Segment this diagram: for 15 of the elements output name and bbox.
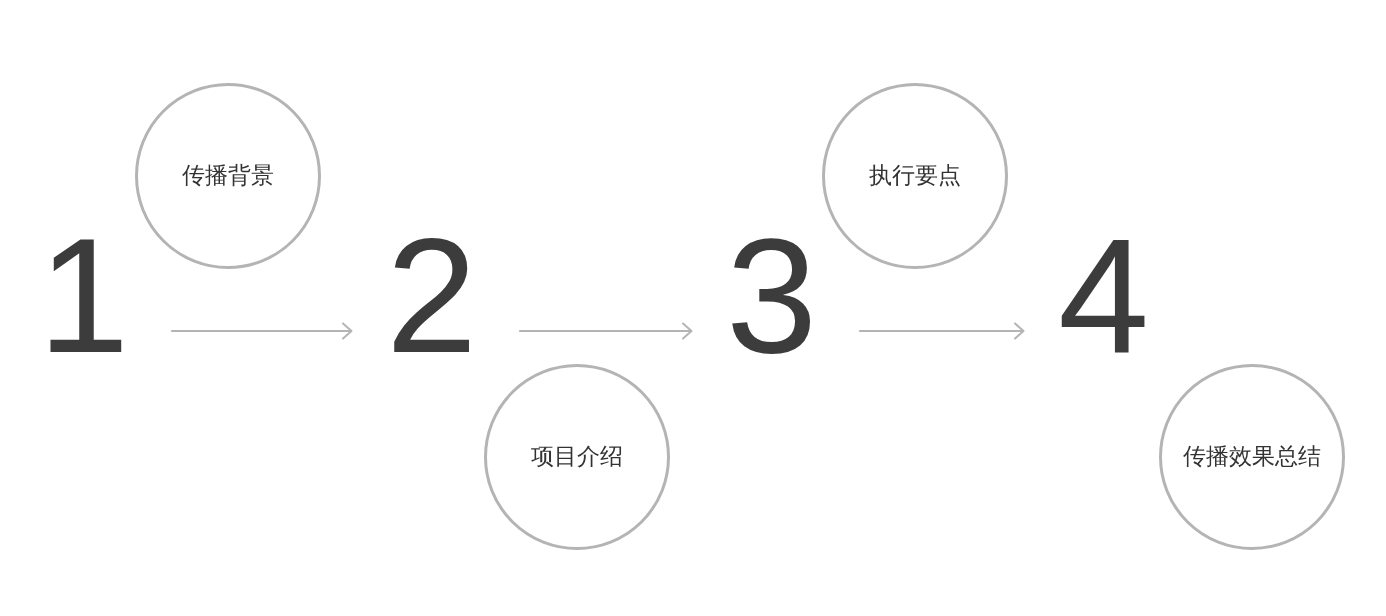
circle-node (484, 364, 670, 550)
arrow (518, 322, 693, 340)
circle-node (1159, 364, 1345, 550)
node-label: 传播效果总结 (1183, 443, 1321, 471)
step-number: 1 (38, 237, 130, 356)
node-label: 执行要点 (869, 162, 961, 190)
arrow (170, 322, 353, 340)
node-label: 传播背景 (182, 162, 274, 190)
circle-node (822, 83, 1008, 269)
circle-node (135, 83, 321, 269)
node-label: 项目介绍 (531, 443, 623, 471)
step-number: 2 (386, 237, 478, 356)
step-number: 4 (1058, 237, 1150, 356)
step-number: 3 (726, 237, 818, 356)
arrow (858, 322, 1025, 340)
